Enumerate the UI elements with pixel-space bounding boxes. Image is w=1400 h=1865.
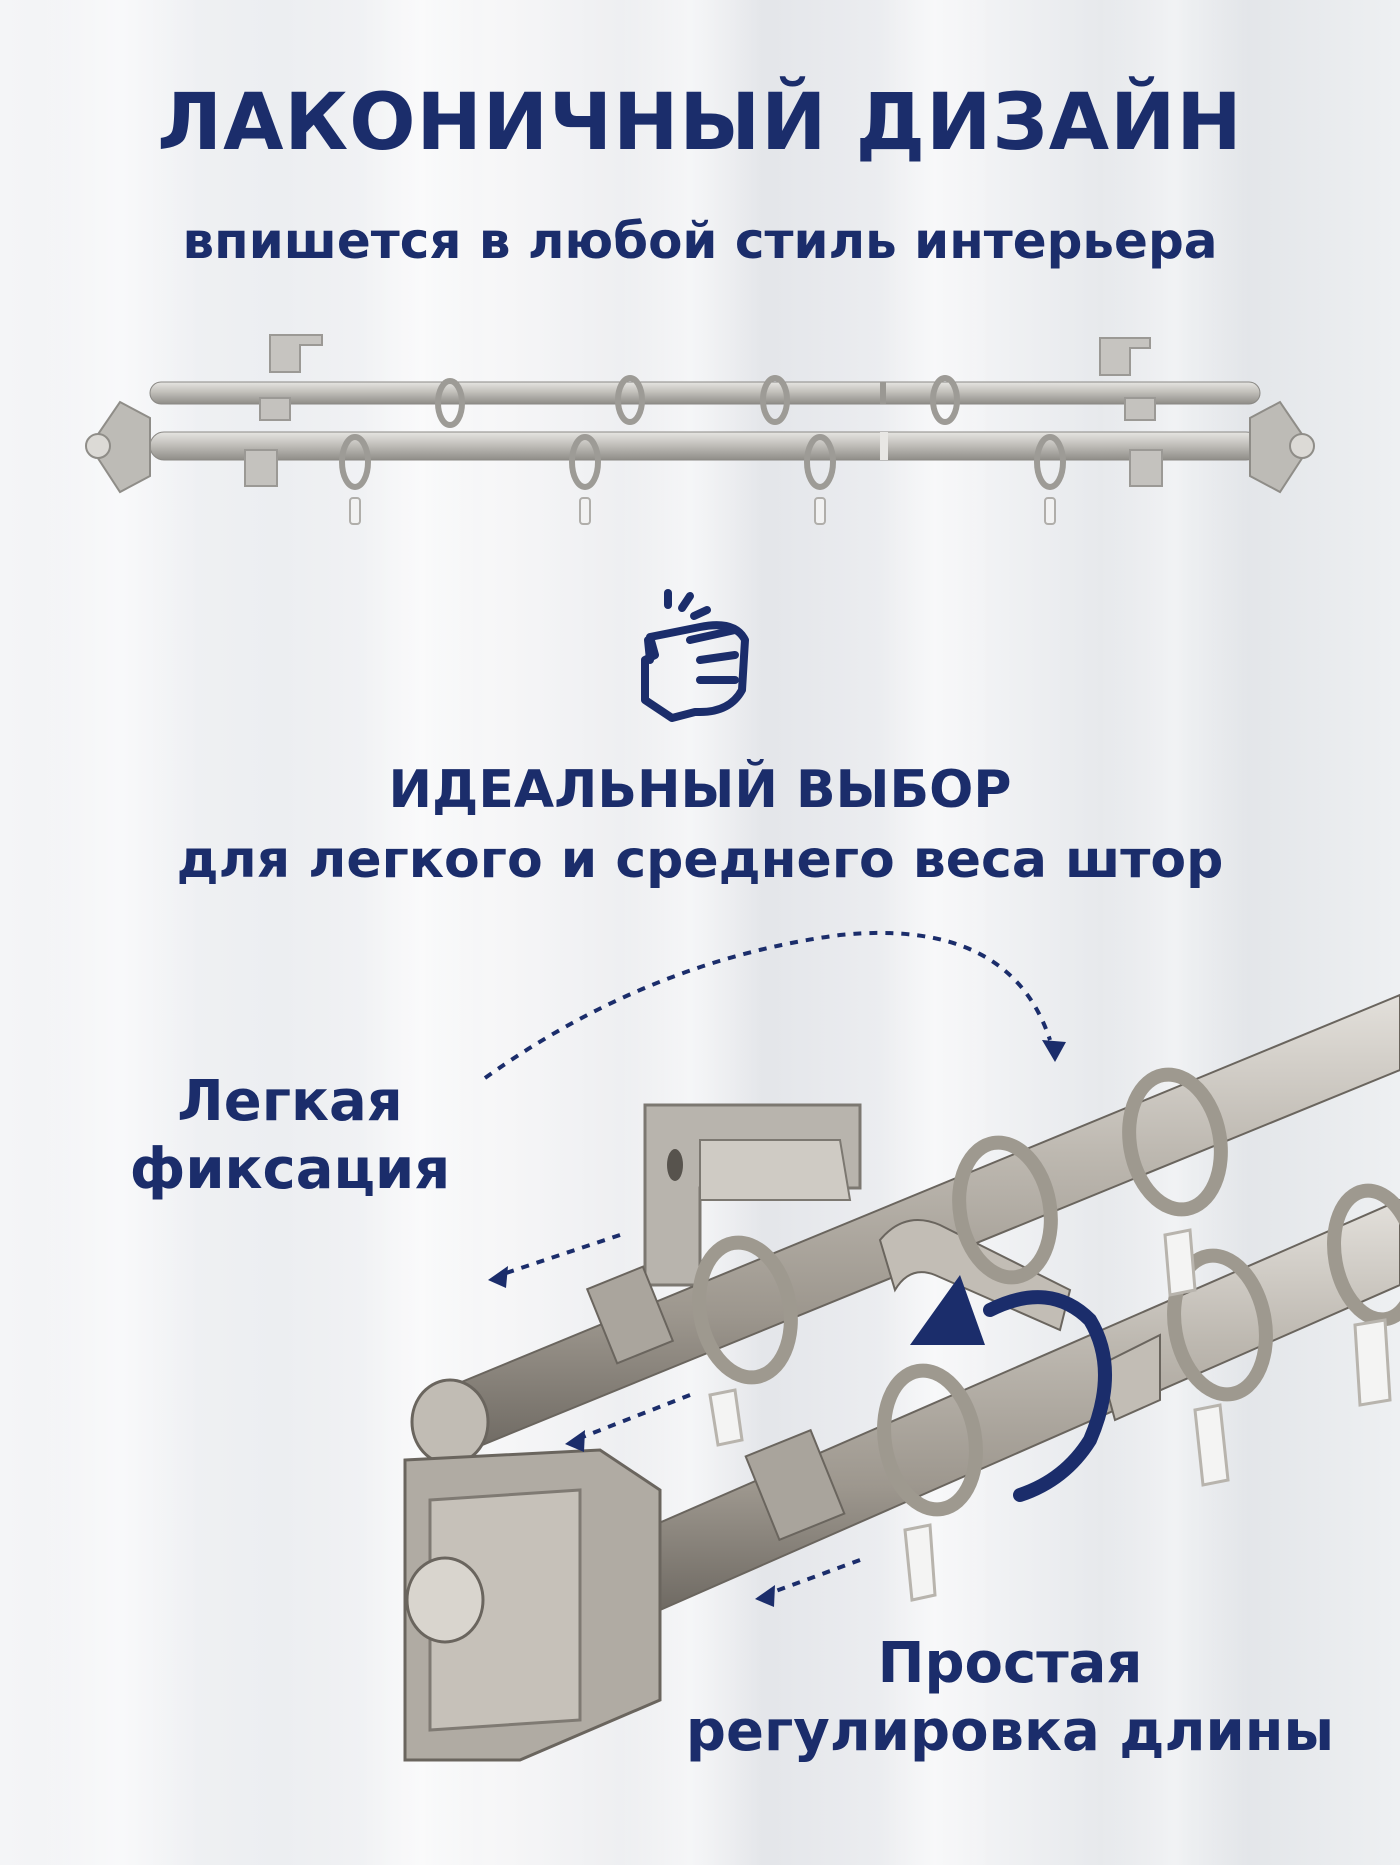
feature-easy-fixation: Легкая фиксация (120, 1068, 460, 1204)
choice-subtitle: для легкого и среднего веса штор (176, 830, 1224, 890)
headline: ЛАКОНИЧНЫЙ ДИЗАЙН (157, 78, 1243, 168)
subheadline: впишется в любой стиль интерьера (182, 212, 1218, 270)
feature-easy-fixation-line-2: фиксация (129, 1137, 451, 1202)
feature-easy-fixation-line-1: Легкая (177, 1069, 403, 1134)
choice-title: ИДЕАЛЬНЫЙ ВЫБОР (388, 760, 1012, 820)
feature-length-adjust-line-1: Простая (877, 1631, 1143, 1696)
feature-length-adjust: Простая регулировка длины (650, 1630, 1370, 1766)
feature-length-adjust-line-2: регулировка длины (685, 1699, 1335, 1764)
